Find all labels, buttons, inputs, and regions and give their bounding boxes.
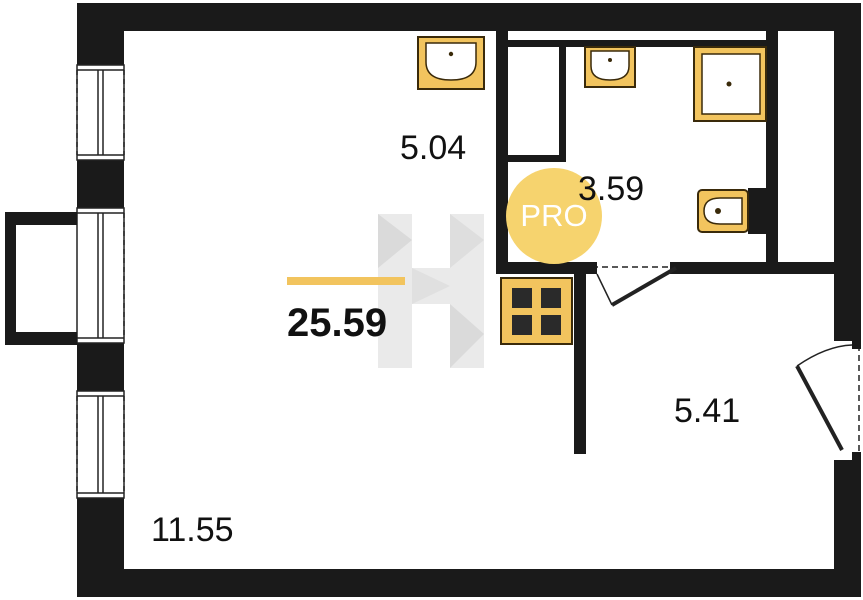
wall-hall-top-right	[676, 262, 861, 274]
pro-badge: PRO	[506, 168, 602, 264]
fixtures	[417, 36, 767, 345]
wall-left-mid1	[77, 160, 124, 208]
living-room-area-label: 11.55	[151, 511, 234, 549]
wall-bath-bottom	[496, 262, 592, 274]
door-icon	[795, 341, 861, 460]
total-area-label: 25.59	[287, 301, 388, 345]
wall-bath-top-inner	[496, 40, 778, 47]
sink-icon	[584, 46, 636, 88]
bathroom-area-label: 3.59	[578, 170, 645, 208]
stove-icon	[500, 277, 573, 345]
badge-circle	[506, 168, 602, 264]
wall-left-mid2	[77, 343, 124, 391]
window-icon	[76, 390, 125, 499]
kitchen-area-label: 5.04	[400, 129, 467, 167]
wall-left-top	[77, 3, 124, 65]
wall-bath-right	[766, 31, 778, 274]
sink-icon	[417, 36, 485, 90]
walls	[77, 3, 861, 597]
wall-top	[77, 3, 861, 31]
toilet-icon	[697, 189, 749, 233]
wall-left-bottom	[77, 498, 124, 597]
door-icon	[590, 262, 678, 307]
wall-closet-right	[559, 47, 566, 162]
wall-partition	[574, 274, 586, 454]
wall-bath-left	[496, 31, 508, 274]
accent-bar	[287, 277, 405, 285]
wall-toilet-back	[748, 188, 766, 234]
window-icon	[76, 64, 125, 161]
logo-icon	[378, 214, 484, 368]
windows	[5, 64, 125, 499]
window-icon	[76, 207, 125, 344]
wall-closet-bottom	[496, 155, 566, 162]
wall-right-lower	[834, 460, 861, 597]
wall-right	[834, 3, 861, 341]
pro-badge-text: PRO	[520, 198, 588, 233]
shower-tray-icon	[693, 46, 767, 122]
balcony	[5, 212, 77, 345]
hallway-area-label: 5.41	[674, 392, 741, 430]
doors	[590, 262, 861, 460]
wall-bottom	[77, 569, 861, 597]
